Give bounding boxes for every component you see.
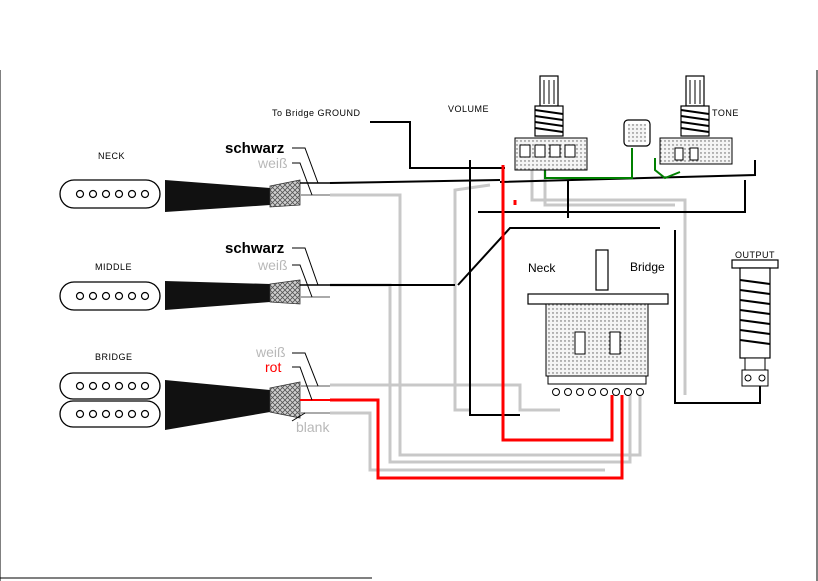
tone-pot bbox=[659, 75, 733, 165]
red-wires bbox=[330, 165, 624, 480]
output-jack bbox=[731, 259, 779, 387]
bridge-pickup-label: BRIDGE bbox=[95, 352, 133, 362]
middle-black-wire-label: schwarz bbox=[225, 240, 284, 257]
middle-white-wire-label: weiß bbox=[257, 257, 288, 273]
middle-pickup-label: MIDDLE bbox=[95, 262, 132, 272]
neck-black-wire-label: schwarz bbox=[225, 140, 284, 157]
neck-white-wire-label: weiß bbox=[257, 155, 288, 171]
bridge-bare-wire-label: blank bbox=[296, 419, 330, 435]
neck-cable bbox=[165, 179, 330, 212]
tone-capacitor bbox=[623, 119, 651, 147]
bridge-white-wire-label: weiß bbox=[255, 344, 286, 360]
switch-bridge-label: Bridge bbox=[630, 260, 665, 274]
output-label: OUTPUT bbox=[735, 250, 775, 260]
bridge-cable bbox=[165, 380, 330, 430]
volume-pot bbox=[514, 75, 588, 171]
bridge-red-wire-label: rot bbox=[265, 359, 281, 375]
bridge-humbucker bbox=[59, 372, 161, 428]
five-way-switch bbox=[527, 249, 669, 396]
neck-pickup bbox=[59, 179, 161, 209]
bridge-ground-label: To Bridge GROUND bbox=[272, 108, 361, 118]
tone-label: TONE bbox=[712, 108, 739, 118]
middle-pickup bbox=[59, 281, 161, 311]
neck-pickup-label: NECK bbox=[98, 151, 125, 161]
switch-neck-label: Neck bbox=[528, 261, 556, 275]
leader-lines bbox=[291, 147, 319, 422]
volume-label: VOLUME bbox=[448, 104, 489, 114]
middle-cable bbox=[165, 279, 330, 310]
